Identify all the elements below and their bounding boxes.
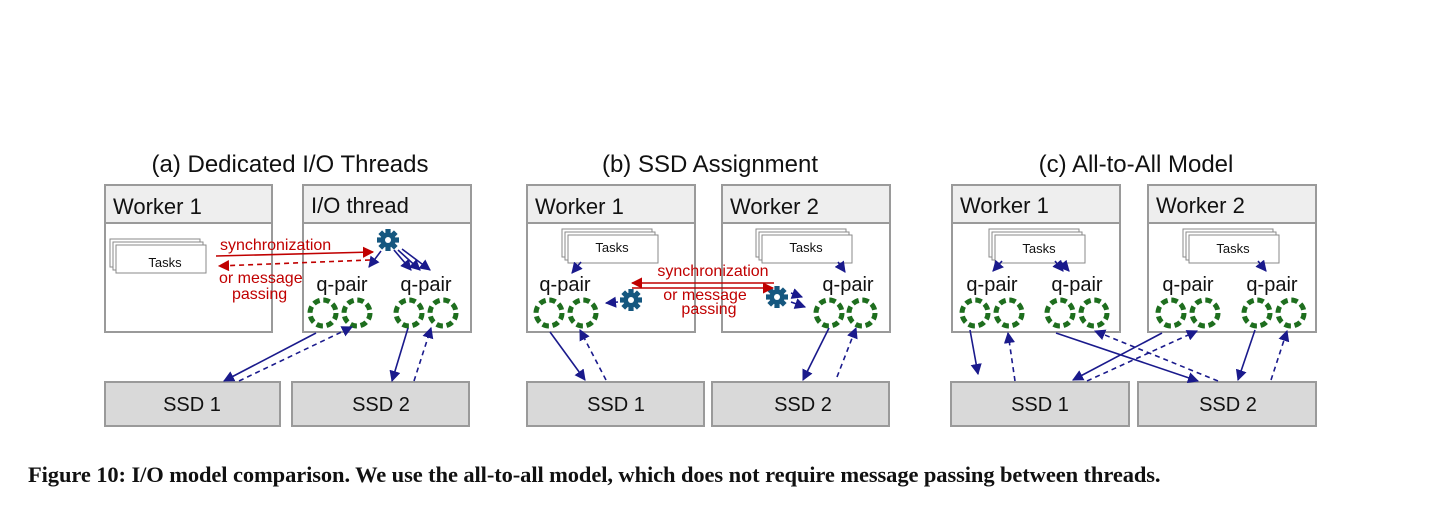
worker-2-box: Worker 2 Tasks q-pair [721,184,891,333]
worker-1-box: Worker 1 Tasks q-pair q-pair [951,184,1121,333]
internal-arrows [571,261,619,308]
ssd-2: SSD 2 [291,381,470,427]
worker-header: Worker 1 [960,193,1049,218]
sync-label: synchronization [657,263,768,280]
panel-a-title: (a) Dedicated I/O Threads [151,151,428,178]
sync-label: synchronization [220,237,331,254]
figure-caption: Figure 10: I/O model comparison. We use … [28,462,1161,487]
worker-1-box: Worker 1 Tasks q-pair [526,184,696,333]
q-pair-label: q-pair [1246,274,1297,296]
gear-to-qpair-arrows [368,248,431,271]
tasks-label: Tasks [789,240,823,255]
sync-label: passing [232,286,287,303]
tasks-stack: Tasks [988,228,1086,264]
worker-2-box: Worker 2 Tasks q-pair q-pair [1147,184,1317,333]
sync-label: or message [663,287,747,304]
task-to-qpair-arrows [1255,259,1267,272]
ssd-label: SSD 2 [1199,394,1257,416]
panel-a: (a) Dedicated I/O Threads Worker 1 Tasks… [104,151,472,427]
io-arrows [969,329,1290,384]
tasks-stack: Tasks [109,238,207,274]
io-thread-box: I/O thread q-pair q-pair [302,184,472,333]
worker-header: Worker 1 [113,194,202,219]
ssd-1: SSD 1 [104,381,281,427]
q-pair-label: q-pair [966,274,1017,296]
task-to-qpair-arrows [992,259,1070,272]
sync-arrows: synchronization or message passing [215,237,375,303]
internal-arrows [790,260,846,309]
ssd-label: SSD 2 [774,394,832,416]
io-arrows [223,326,434,383]
sync-arrows: synchronization or message passing [630,263,775,318]
ssd-1: SSD 1 [950,381,1130,427]
tasks-stack: Tasks [561,228,659,264]
ssd-1: SSD 1 [526,381,705,427]
tasks-label: Tasks [148,255,182,270]
ssd-label: SSD 1 [1011,394,1069,416]
ssd-2: SSD 2 [711,381,890,427]
tasks-stack: Tasks [1182,228,1280,264]
ssd-2: SSD 2 [1137,381,1317,427]
gear-icon [766,286,788,308]
panel-b-title: (b) SSD Assignment [602,151,818,178]
gear-icon [377,229,399,251]
panel-b: (b) SSD Assignment Worker 1 Tasks q-pair… [526,151,891,427]
panel-c-title: (c) All-to-All Model [1039,151,1234,178]
q-pair-label: q-pair [822,274,873,296]
ssd-label: SSD 1 [587,394,645,416]
worker-header: Worker 2 [730,194,819,219]
worker-1-box: Worker 1 Tasks [104,184,273,333]
q-pair-label: q-pair [539,274,590,296]
tasks-stack: Tasks [755,228,853,264]
tasks-label: Tasks [595,240,629,255]
tasks-label: Tasks [1022,241,1056,256]
ssd-label: SSD 1 [163,394,221,416]
panel-c: (c) All-to-All Model Worker 1 Tasks q-pa… [950,151,1317,427]
io-thread-header: I/O thread [311,193,409,218]
q-pair-label: q-pair [1162,274,1213,296]
io-arrows [549,326,858,382]
q-pair-label: q-pair [400,274,451,296]
q-pair-label: q-pair [1051,274,1102,296]
tasks-label: Tasks [1216,241,1250,256]
sync-label: passing [681,301,736,318]
gear-icon [620,289,642,311]
ssd-label: SSD 2 [352,394,410,416]
worker-header: Worker 1 [535,194,624,219]
worker-header: Worker 2 [1156,193,1245,218]
q-pair-label: q-pair [316,274,367,296]
sync-label: or message [219,270,303,287]
